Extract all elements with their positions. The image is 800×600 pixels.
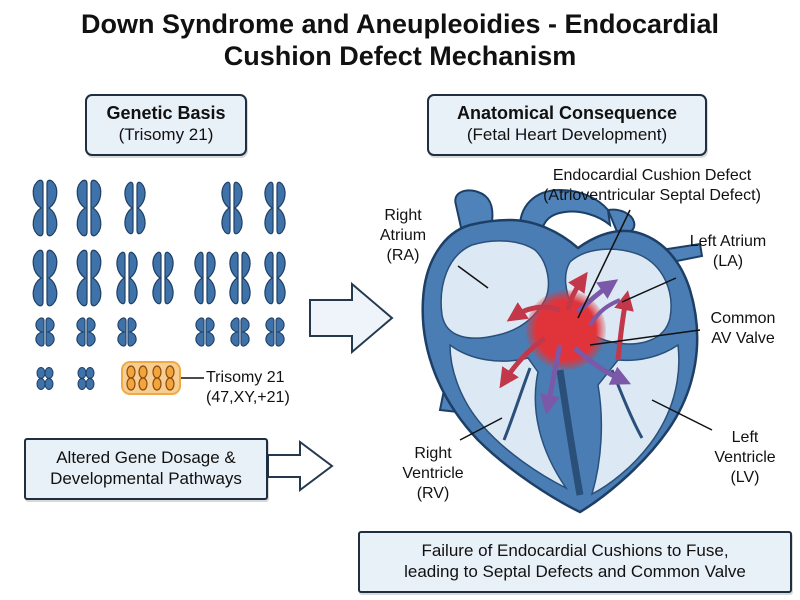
- endocardial-cushion-defect: [526, 290, 606, 370]
- rv-label-line-1: Right: [414, 445, 452, 462]
- chromosome-pair: [76, 317, 96, 347]
- genetic-basis-subheading: (Trisomy 21): [118, 125, 214, 144]
- cushion-defect-label: Endocardial Cushion Defect (Atrioventric…: [512, 166, 792, 206]
- left-atrium-label: Left Atrium (LA): [672, 232, 784, 272]
- cushion-label-line-2: (Atrioventricular Septal Defect): [543, 187, 761, 204]
- anatomical-consequence-box: Anatomical Consequence (Fetal Heart Deve…: [427, 94, 707, 156]
- trisomy-label: Trisomy 21 (47,XY,+21): [206, 368, 290, 408]
- av-leader-line: [589, 329, 701, 346]
- av-label-line-2: AV Valve: [711, 330, 775, 347]
- anatomical-subheading: (Fetal Heart Development): [466, 125, 668, 144]
- lv-leader-line: [651, 399, 713, 431]
- chromosome-pair: [264, 251, 286, 305]
- cushion-label-line-1: Endocardial Cushion Defect: [552, 167, 752, 184]
- chromosome-pair: [116, 251, 138, 305]
- right-ventricle-label: Right Ventricle (RV): [390, 444, 476, 504]
- cushion-leader-line: [577, 209, 631, 319]
- left-ventricle-label: Left Ventricle (LV): [702, 428, 788, 488]
- chromosome-pair: [77, 367, 95, 390]
- chromosome-pair: [265, 317, 285, 347]
- lv-label-line-2: Ventricle: [714, 449, 776, 466]
- title-line-2: Cushion Defect Mechanism: [223, 41, 577, 71]
- chromosome-pair: [32, 179, 58, 237]
- right-atrium-label: Right Atrium (RA): [365, 206, 441, 266]
- chromosome-pair: [117, 317, 137, 347]
- ra-label-line-1: Right: [384, 207, 422, 224]
- title-line-1: Down Syndrome and Aneupleoidies - Endoca…: [80, 9, 720, 39]
- heart-illustration: [421, 188, 704, 514]
- karyotype-row-3: [35, 317, 285, 347]
- chromosome-pair: [194, 251, 216, 305]
- page-title: Down Syndrome and Aneupleoidies - Endoca…: [0, 8, 800, 72]
- valve-chord: [502, 367, 532, 441]
- lv-label-line-3: (LV): [730, 469, 760, 486]
- conclusion-line-2: leading to Septal Defects and Common Val…: [404, 562, 746, 581]
- chromosome-pair: [76, 249, 102, 307]
- right-arrow-icon: [309, 281, 394, 355]
- ra-leader-line: [457, 265, 489, 289]
- trisomy-label-line-2: (47,XY,+21): [206, 389, 290, 406]
- gene-dosage-box: Altered Gene Dosage & Developmental Path…: [24, 438, 268, 500]
- chromosome-pair: [36, 367, 54, 390]
- flow-arrow: [614, 290, 634, 361]
- flow-arrow: [573, 346, 632, 385]
- gene-dosage-line-2: Developmental Pathways: [50, 469, 242, 488]
- rv-leader-line: [459, 417, 503, 441]
- right-arrow-icon: [267, 440, 334, 492]
- leader-lines: [457, 209, 713, 441]
- chromosome-pair: [35, 317, 55, 347]
- av-label-line-1: Common: [710, 310, 776, 327]
- chromosome-pair: [221, 181, 243, 235]
- chromosome-pair: [264, 181, 286, 235]
- flow-arrow: [588, 298, 621, 327]
- conclusion-box: Failure of Endocardial Cushions to Fuse,…: [358, 531, 792, 593]
- karyotype-row-1: [32, 179, 286, 237]
- ra-label-line-2: Atrium: [379, 227, 427, 244]
- ra-label-line-3: (RA): [386, 247, 420, 264]
- flow-arrow: [540, 344, 563, 415]
- chromosome-pair: [124, 181, 146, 235]
- chromosome-pair: [229, 251, 251, 305]
- genetic-basis-heading: Genetic Basis: [106, 103, 226, 123]
- flow-arrow: [506, 302, 561, 322]
- chromosome-pair: [195, 317, 215, 347]
- chromosome-pair: [76, 179, 102, 237]
- common-av-valve-label: Common AV Valve: [695, 309, 791, 349]
- trisomy-label-line-1: Trisomy 21: [206, 369, 285, 386]
- flow-arrow: [499, 335, 547, 389]
- conclusion-line-1: Failure of Endocardial Cushions to Fuse,: [421, 541, 729, 560]
- chromosome-pair: [32, 249, 58, 307]
- gene-dosage-line-1: Altered Gene Dosage &: [56, 448, 236, 467]
- genetic-basis-box: Genetic Basis (Trisomy 21): [85, 94, 247, 156]
- la-label-line-1: Left Atrium: [689, 233, 767, 250]
- flow-arrow: [565, 271, 588, 311]
- lv-label-line-1: Left: [731, 429, 759, 446]
- rv-label-line-2: Ventricle: [402, 465, 464, 482]
- karyotype-row-4: [36, 367, 95, 390]
- ventricular-septum: [556, 369, 584, 496]
- right-ventricle-chamber: [449, 343, 569, 490]
- chromosome-pair: [152, 251, 174, 305]
- la-leader-line: [621, 277, 677, 303]
- flow-arrow: [576, 279, 619, 314]
- karyotype-row-2: [32, 249, 286, 307]
- chromosome-pair: [230, 317, 250, 347]
- anatomical-heading: Anatomical Consequence: [456, 103, 678, 123]
- trisomy-21-chromosomes: [121, 361, 204, 395]
- rv-label-line-3: (RV): [416, 485, 450, 502]
- la-label-line-2: (LA): [712, 253, 744, 270]
